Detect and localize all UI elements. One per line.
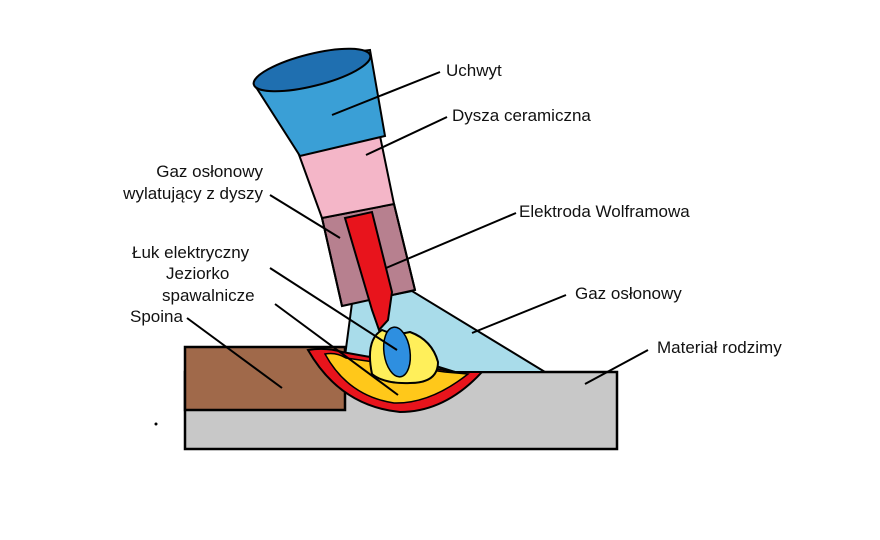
label-dysza-ceramiczna: Dysza ceramiczna	[452, 106, 591, 125]
label-gaz-dysza-line2: wylatujący z dyszy	[123, 184, 263, 203]
label-uchwyt: Uchwyt	[446, 61, 502, 80]
label-gaz-oslonowy: Gaz osłonowy	[575, 284, 682, 303]
label-spoina: Spoina	[130, 307, 183, 326]
label-jeziorko-line1: Jeziorko	[166, 264, 230, 283]
label-jeziorko-line2: spawalnicze	[162, 286, 255, 305]
label-material-rodzimy: Materiał rodzimy	[657, 338, 782, 357]
label-gaz-dysza-line1: Gaz osłonowy	[156, 162, 263, 181]
tungsten-electrode	[343, 210, 394, 332]
label-luk-elektryczny: Łuk elektryczny	[132, 243, 250, 262]
electric-arc	[382, 326, 412, 378]
label-elektroda: Elektroda Wolframowa	[519, 202, 690, 221]
stray-dot	[154, 422, 158, 426]
handle-rim	[252, 47, 372, 93]
leader-lines	[186, 71, 649, 396]
